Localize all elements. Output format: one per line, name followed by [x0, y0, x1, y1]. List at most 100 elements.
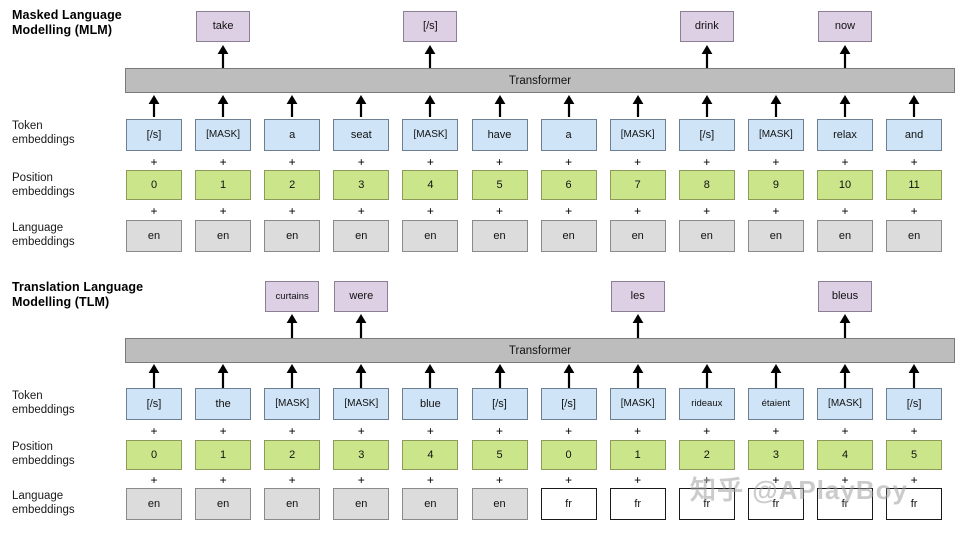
tlm-output-box: curtains [265, 281, 320, 312]
mlm-plus: + [565, 155, 573, 169]
tlm-plus: + [495, 424, 503, 438]
tlm-plus: + [565, 424, 573, 438]
tlm-output-arrow [838, 314, 852, 338]
mlm-language-cell: en [126, 220, 182, 252]
tlm-language-cell: fr [886, 488, 943, 520]
tlm-section-title: Translation Language Modelling (TLM) [12, 280, 144, 309]
tlm-plus: + [910, 473, 918, 487]
mlm-plus: + [219, 155, 227, 169]
mlm-plus: + [910, 204, 918, 218]
tlm-input-arrow [216, 364, 230, 388]
tlm-position-cell: 5 [886, 440, 943, 470]
tlm-output-box: were [334, 281, 389, 312]
mlm-plus: + [703, 155, 711, 169]
tlm-position-cell: 5 [471, 440, 528, 470]
mlm-token-cell: [/s] [126, 119, 182, 151]
tlm-position-cell: 2 [264, 440, 321, 470]
tlm-language-cell: fr [678, 488, 735, 520]
mlm-plus: + [772, 155, 780, 169]
mlm-position-cell: 9 [747, 170, 804, 200]
tlm-input-arrow [147, 364, 161, 388]
tlm-input-arrow [354, 364, 368, 388]
tlm-token-cell: [MASK] [609, 388, 666, 420]
mlm-input-arrow [354, 95, 368, 117]
tlm-language-cell: en [264, 488, 321, 520]
mlm-plus: + [495, 204, 503, 218]
tlm-plus: + [357, 473, 365, 487]
tlm-position-row-label: Position embeddings [12, 441, 75, 467]
mlm-plus: + [150, 204, 158, 218]
tlm-plus: + [772, 473, 780, 487]
mlm-input-arrow [700, 95, 714, 117]
tlm-position-cell: 0 [540, 440, 597, 470]
mlm-plus: + [357, 155, 365, 169]
mlm-transformer-label: Transformer [508, 74, 572, 87]
tlm-plus: + [288, 424, 296, 438]
mlm-output-arrow [700, 45, 714, 68]
tlm-token-row-label: Token embeddings [12, 390, 75, 416]
tlm-language-cell: fr [609, 488, 666, 520]
tlm-plus: + [841, 424, 849, 438]
tlm-plus: + [565, 473, 573, 487]
mlm-input-arrow [423, 95, 437, 117]
mlm-position-cell: 8 [678, 170, 735, 200]
mlm-language-cell: en [402, 220, 459, 252]
mlm-token-cell: [MASK] [609, 119, 666, 151]
tlm-plus: + [426, 473, 434, 487]
tlm-plus: + [634, 424, 642, 438]
tlm-input-arrow [838, 364, 852, 388]
tlm-token-cell: [MASK] [817, 388, 873, 420]
tlm-output-arrow [631, 314, 645, 338]
tlm-plus: + [288, 473, 296, 487]
mlm-plus: + [634, 155, 642, 169]
tlm-language-cell: en [402, 488, 459, 520]
mlm-language-cell: en [471, 220, 528, 252]
mlm-language-cell: en [264, 220, 321, 252]
mlm-position-cell: 2 [264, 170, 321, 200]
tlm-position-cell: 1 [609, 440, 666, 470]
tlm-output-box: les [610, 281, 665, 312]
tlm-position-cell: 1 [195, 440, 252, 470]
mlm-position-cell: 10 [817, 170, 873, 200]
mlm-plus: + [357, 204, 365, 218]
tlm-token-cell: rideaux [678, 388, 735, 420]
mlm-output-box: take [196, 11, 251, 42]
tlm-plus: + [495, 473, 503, 487]
mlm-token-cell: [MASK] [402, 119, 459, 151]
mlm-plus: + [841, 204, 849, 218]
tlm-plus: + [634, 473, 642, 487]
tlm-position-cell: 0 [126, 440, 182, 470]
mlm-output-arrow [423, 45, 437, 68]
mlm-language-cell: en [886, 220, 943, 252]
mlm-input-arrow [631, 95, 645, 117]
mlm-language-cell: en [333, 220, 390, 252]
tlm-position-cell: 2 [678, 440, 735, 470]
mlm-token-cell: and [886, 119, 943, 151]
mlm-language-cell: en [540, 220, 597, 252]
mlm-plus: + [150, 155, 158, 169]
tlm-output-arrow [285, 314, 299, 338]
tlm-input-arrow [700, 364, 714, 388]
tlm-input-arrow [631, 364, 645, 388]
mlm-token-cell: seat [333, 119, 390, 151]
mlm-position-cell: 4 [402, 170, 459, 200]
tlm-language-cell: fr [540, 488, 597, 520]
tlm-position-cell: 3 [747, 440, 804, 470]
mlm-plus: + [772, 204, 780, 218]
tlm-plus: + [357, 424, 365, 438]
mlm-language-cell: en [195, 220, 252, 252]
mlm-token-cell: relax [817, 119, 873, 151]
tlm-input-arrow [493, 364, 507, 388]
mlm-token-cell: [MASK] [195, 119, 252, 151]
tlm-token-cell: [/s] [471, 388, 528, 420]
tlm-plus: + [219, 473, 227, 487]
mlm-position-cell: 1 [195, 170, 252, 200]
mlm-output-box: drink [679, 11, 734, 42]
tlm-input-arrow [907, 364, 921, 388]
tlm-plus: + [219, 424, 227, 438]
mlm-language-row-label: Language embeddings [12, 222, 75, 248]
mlm-section-title: Masked Language Modelling (MLM) [12, 8, 122, 37]
tlm-input-arrow [562, 364, 576, 388]
mlm-token-cell: a [540, 119, 597, 151]
